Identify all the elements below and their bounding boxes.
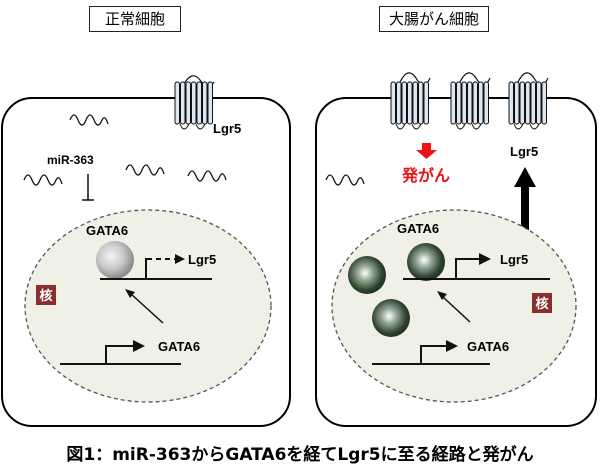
cancer-cell: 発がん Lgr5 GATA6 Lgr5 核 GATA6 (315, 72, 597, 427)
cancer-nucleus-badge (532, 293, 552, 313)
normal-gata6-protein-label: GATA6 (86, 223, 128, 238)
normal-gata6-promoter (105, 345, 134, 364)
gata6-protein-icon (372, 299, 410, 337)
cancer-lgr5-promoter-head (479, 253, 491, 265)
gata6-protein-icon (96, 241, 134, 279)
cancer-gata6-promoter-head (446, 340, 458, 352)
mirna-363-label: miR-363 (47, 153, 94, 167)
lgr5-upregulation-arrow-icon (514, 167, 536, 235)
normal-lgr5-gene-label: Lgr5 (188, 252, 216, 267)
cancer-gata6-promoter (420, 345, 447, 364)
cancer-gata6-arrow (442, 296, 471, 323)
mirna-squiggles (23, 114, 227, 186)
lgr5-receptor-icon (508, 72, 549, 130)
lgr5-receptor-icon (390, 72, 431, 130)
normal-gata6-arrow (130, 293, 164, 324)
cancer-cell-title: 大腸がん細胞 (379, 6, 489, 32)
lgr5-receptor-icon (450, 72, 491, 130)
oncogenesis-label: 発がん (401, 166, 450, 185)
cancer-nucleus-label: 核 (535, 296, 548, 312)
normal-gata6-promoter-head (133, 340, 145, 352)
gata6-protein-icon (348, 256, 386, 294)
normal-lgr5-promoter-arrow (145, 258, 175, 279)
oncogenesis-arrow-icon (416, 143, 437, 159)
cancer-lgr5-promoter (455, 258, 480, 279)
cancer-receptor-label: Lgr5 (510, 144, 538, 159)
figure-caption: 図1：miR-363からGATA6を経てLgr5に至る経路と発がん (66, 445, 534, 465)
mirna-squiggle-icon (325, 174, 365, 186)
normal-lgr5-arrowhead (175, 254, 185, 264)
normal-cell: Lgr5 miR-363 核 GATA6 Lgr5 (1, 75, 291, 427)
normal-nucleus-badge (36, 285, 56, 305)
normal-gata6-arrowhead (125, 289, 135, 298)
inhibition-line (82, 174, 94, 201)
gata6-protein-icon (407, 243, 445, 281)
cancer-gata6-gene-label: GATA6 (467, 339, 509, 354)
normal-gata6-gene-label: GATA6 (158, 339, 200, 354)
cancer-nucleus (331, 209, 577, 403)
normal-receptor-label: Lgr5 (213, 121, 241, 136)
normal-nucleus-label: 核 (39, 288, 52, 304)
cancer-gata6-protein-label: GATA6 (397, 221, 439, 236)
normal-nucleus (24, 209, 272, 403)
cancer-gata6-arrowhead (437, 291, 447, 300)
lgr5-receptor-icon (174, 75, 215, 130)
cancer-lgr5-gene-label: Lgr5 (500, 252, 528, 267)
normal-cell-title: 正常細胞 (89, 6, 181, 32)
